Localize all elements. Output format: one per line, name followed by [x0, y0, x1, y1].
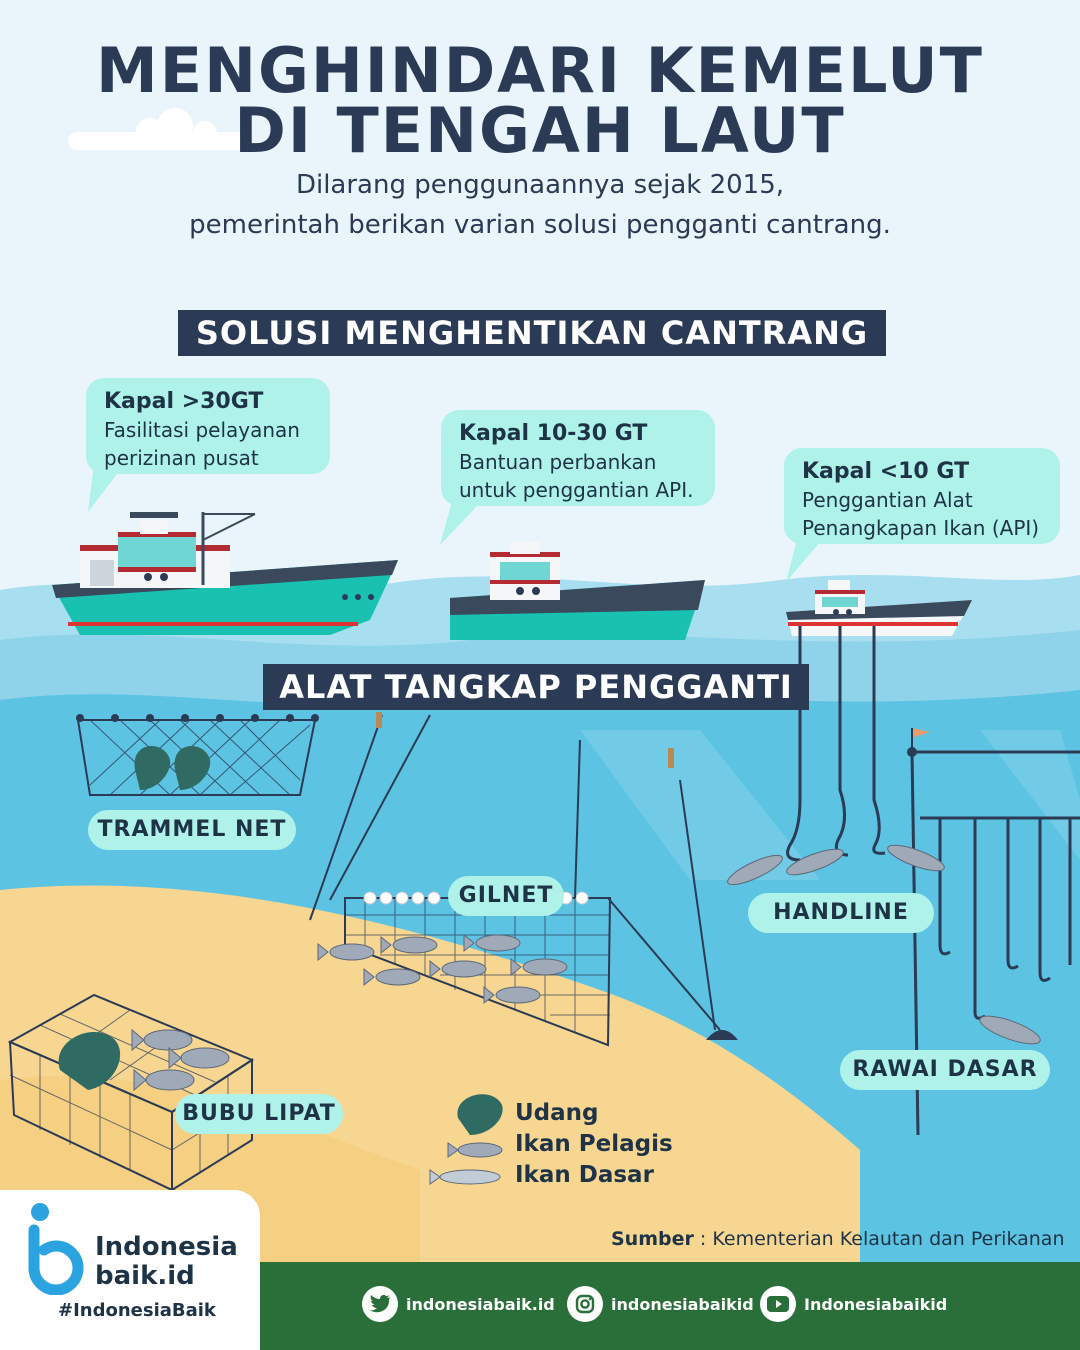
solution-bubble-large-vessel: Kapal >30GT Fasilitasi pelayanan perizin… — [86, 378, 330, 474]
boat-medium — [450, 542, 705, 640]
label-trammel-net: TRAMMEL NET — [88, 810, 296, 850]
youtube-icon — [760, 1286, 796, 1322]
tools-banner: ALAT TANGKAP PENGGANTI — [263, 664, 809, 710]
instagram-icon — [567, 1286, 603, 1322]
legend-ikan-pelagis: Ikan Pelagis — [515, 1131, 673, 1157]
solution-title: Kapal >30GT — [104, 389, 264, 414]
brand-hashtag: #IndonesiaBaik — [58, 1300, 216, 1321]
label-bubu-lipat: BUBU LIPAT — [175, 1094, 343, 1134]
gilnet-drawing — [309, 712, 738, 1047]
solution-title: Kapal <10 GT — [802, 459, 970, 484]
brand-name-line-2: baik.id — [95, 1261, 195, 1291]
social-twitter[interactable]: indonesiabaik.id — [362, 1286, 555, 1322]
rawai-flag — [912, 728, 930, 738]
trammel-net-drawing — [76, 714, 319, 796]
title-line-2: DI TENGAH LAUT — [234, 94, 846, 167]
label-rawai-dasar: RAWAI DASAR — [840, 1050, 1050, 1090]
solution-bubble-small-vessel: Kapal <10 GT Penggantian Alat Penangkapa… — [784, 448, 1060, 544]
solution-line: Fasilitasi pelayanan — [104, 418, 300, 442]
title-line-1: MENGHINDARI KEMELUT — [96, 34, 984, 107]
subtitle-line-2: pemerintah berikan varian solusi penggan… — [189, 210, 891, 240]
boat-large — [52, 512, 398, 635]
source-note: Sumber : Kementerian Kelautan dan Perika… — [611, 1228, 1064, 1250]
social-youtube[interactable]: Indonesiabaikid — [760, 1286, 947, 1322]
label-gilnet: GILNET — [448, 876, 564, 916]
brand-name-line-1: Indonesia — [95, 1232, 238, 1262]
legend-ikan-dasar: Ikan Dasar — [515, 1162, 654, 1188]
light-rays — [580, 730, 1080, 880]
boat-small — [786, 580, 972, 636]
solution-line: Penggantian Alat — [802, 488, 973, 512]
solution-line: untuk penggantian API. — [459, 478, 694, 502]
solution-bubble-medium-vessel: Kapal 10-30 GT Bantuan perbankan untuk p… — [441, 410, 715, 506]
shrimp-legend-icon — [457, 1094, 503, 1135]
brand-logo-mark-icon — [28, 1203, 84, 1295]
bottom-fish-legend-icon — [429, 1169, 501, 1185]
subtitle-line-1: Dilarang penggunaannya sejak 2015, — [295, 170, 785, 200]
fish-group — [131, 844, 1041, 1092]
solution-title: Kapal 10-30 GT — [459, 421, 648, 446]
solution-line: Bantuan perbankan — [459, 450, 657, 474]
youtube-handle: Indonesiabaikid — [804, 1294, 948, 1314]
source-text: : Kementerian Kelautan dan Perikanan — [699, 1228, 1065, 1250]
solution-line: perizinan pusat — [104, 446, 259, 470]
source-label: Sumber — [611, 1228, 694, 1250]
label-handline: HANDLINE — [748, 893, 934, 933]
legend-udang: Udang — [515, 1100, 599, 1126]
solution-line: Penangkapan Ikan (API) — [802, 516, 1040, 540]
solutions-banner: SOLUSI MENGHENTIKAN CANTRANG — [178, 310, 886, 356]
pelagic-fish-legend-icon — [447, 1142, 503, 1158]
twitter-icon — [362, 1286, 398, 1322]
twitter-handle: indonesiabaik.id — [406, 1294, 555, 1314]
social-instagram[interactable]: indonesiabaikid — [567, 1286, 754, 1322]
instagram-handle: indonesiabaikid — [611, 1294, 754, 1314]
bubu-shrimp — [58, 1031, 121, 1090]
cloud — [68, 108, 248, 150]
